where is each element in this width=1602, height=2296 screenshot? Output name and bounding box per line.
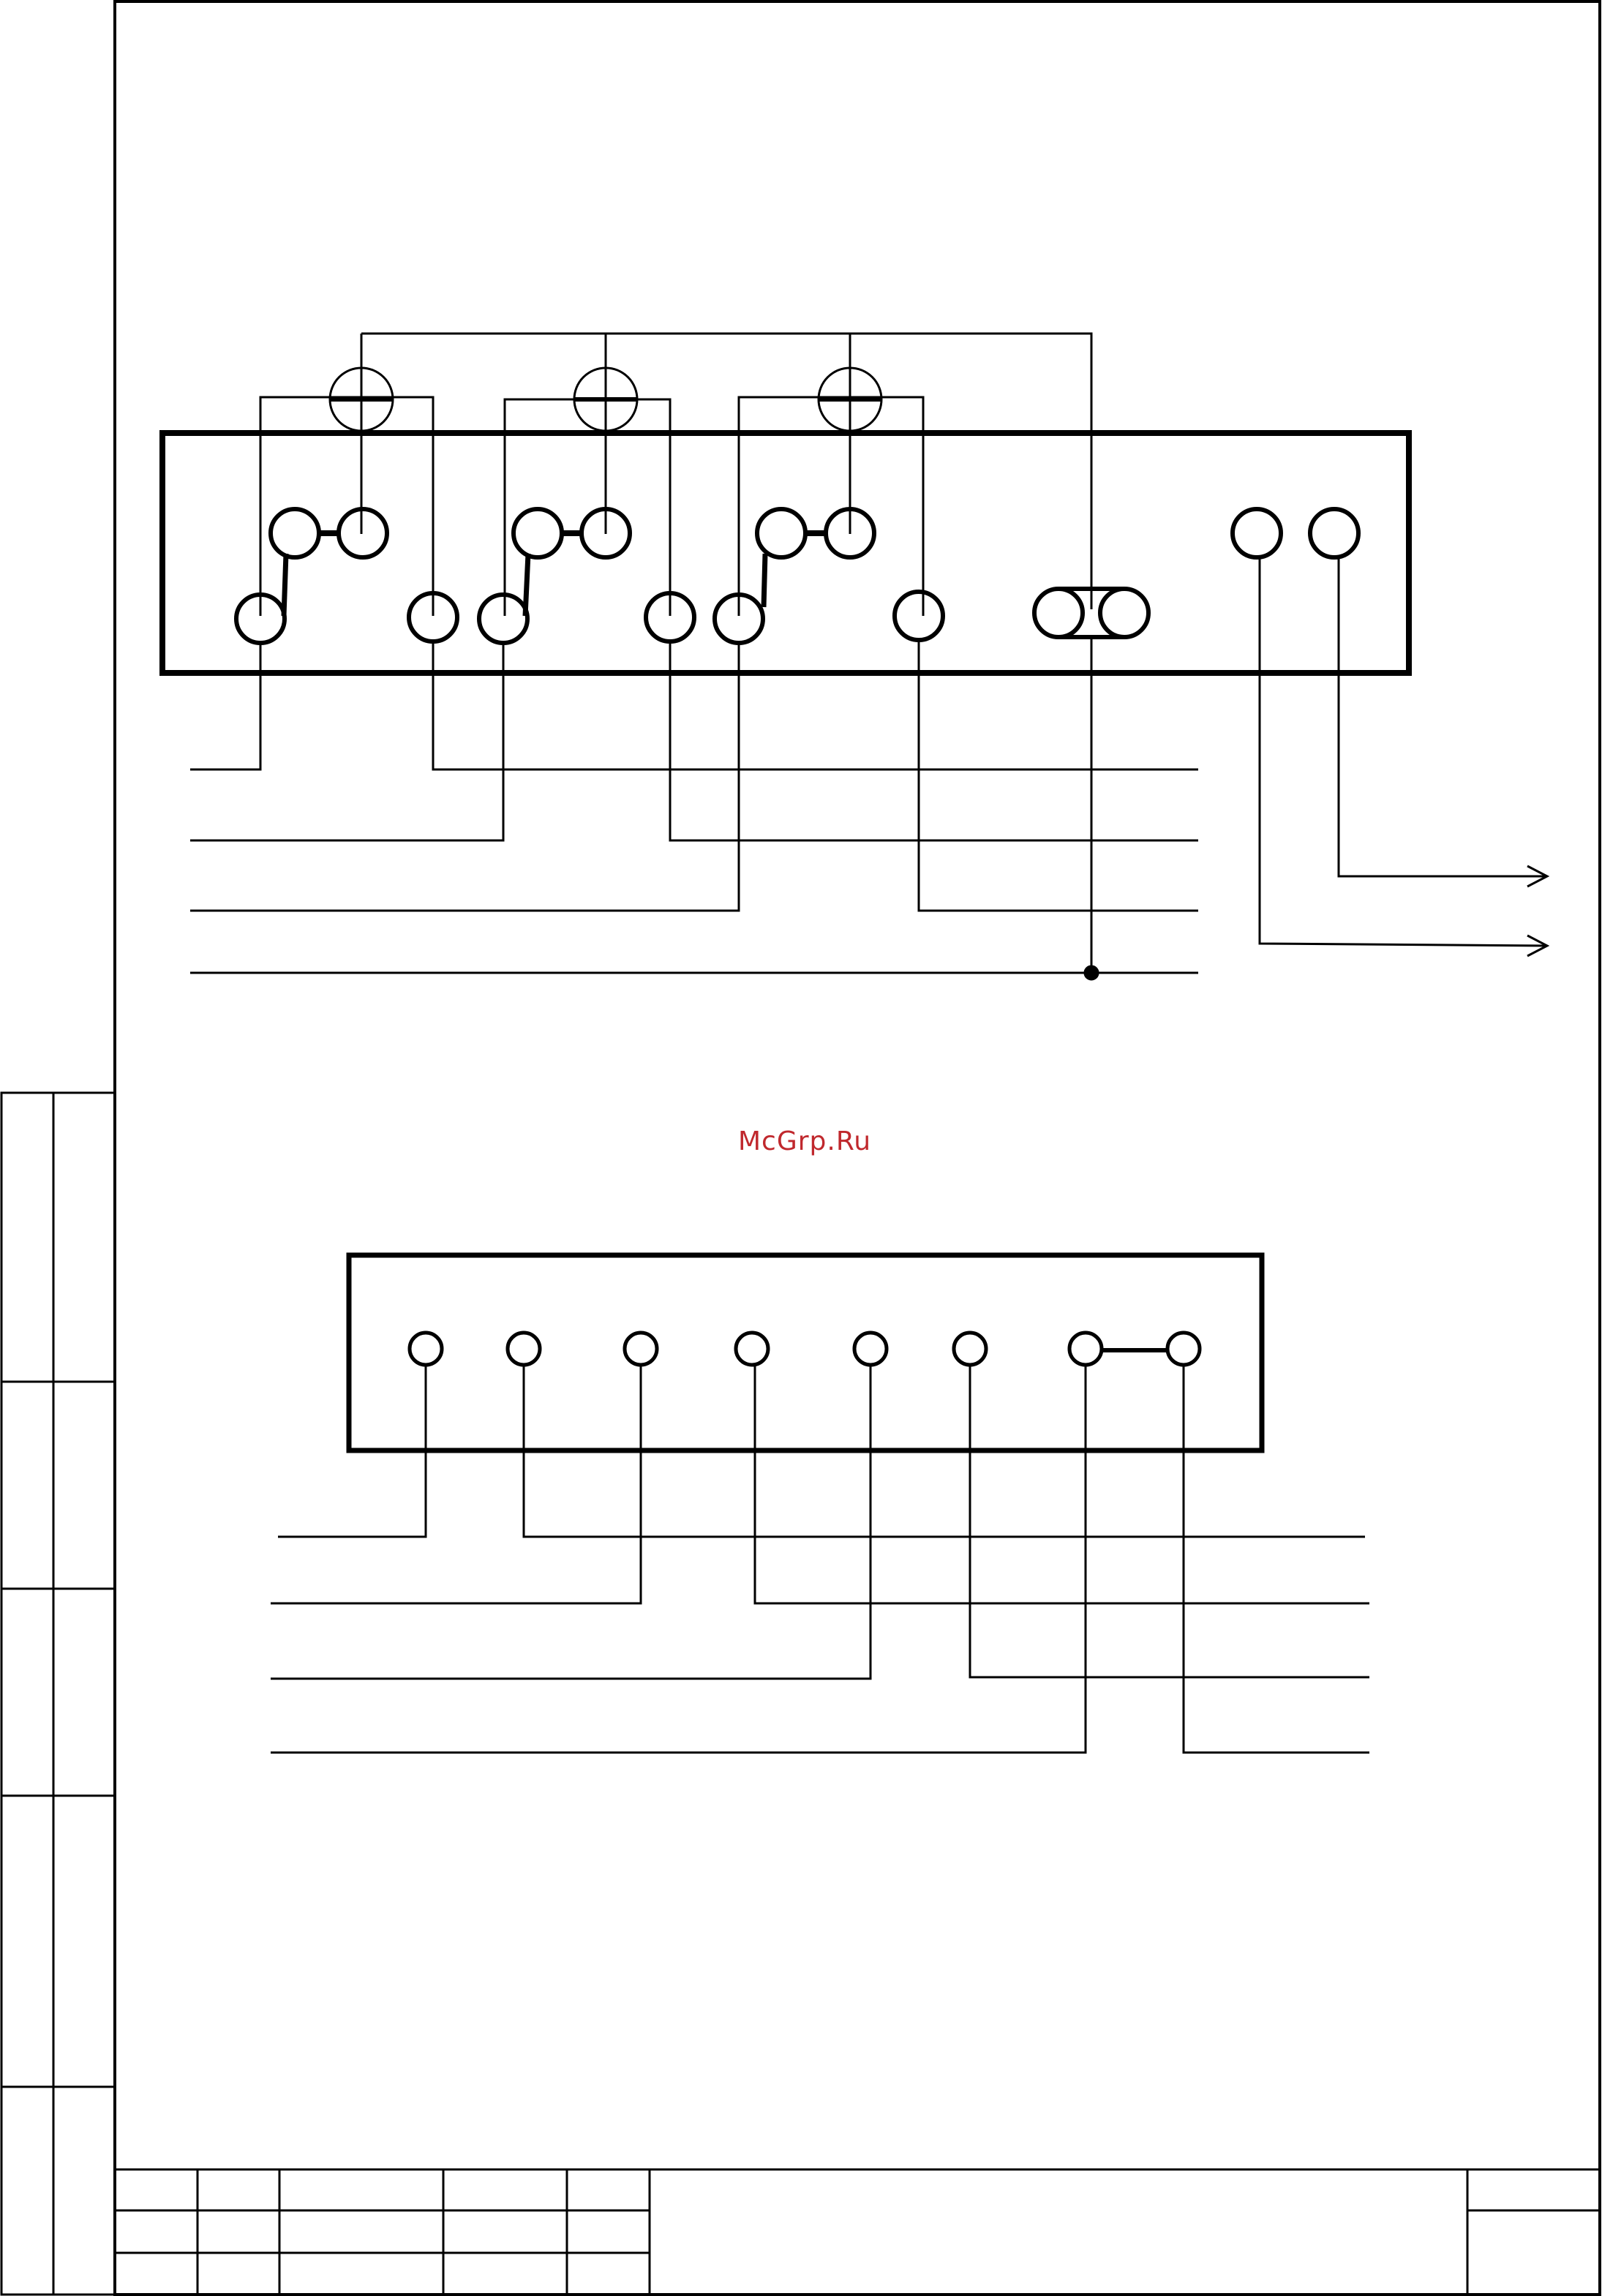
current-sensor-2 — [505, 368, 670, 616]
binding-strip — [1, 1093, 115, 2295]
terminal-block-lower — [349, 1255, 1262, 1450]
watermark-text: McGrp.Ru — [658, 1126, 951, 1156]
lower-terminals — [410, 1333, 1200, 1365]
upper-schematic — [162, 334, 1547, 979]
lower-schematic — [271, 1255, 1369, 1753]
phase-terminal-group-3 — [715, 509, 943, 643]
upper-feed-lines — [190, 637, 1198, 979]
phase-terminal-group-2 — [479, 509, 694, 643]
output-lines — [1260, 557, 1547, 956]
lower-feed-lines — [271, 1365, 1369, 1753]
output-terminal-pair — [1233, 509, 1358, 557]
phase-terminal-group-1 — [236, 509, 457, 643]
title-block — [115, 2169, 1600, 2295]
sensor-common-bus — [361, 334, 1091, 609]
neutral-junction-dot — [1085, 966, 1098, 979]
